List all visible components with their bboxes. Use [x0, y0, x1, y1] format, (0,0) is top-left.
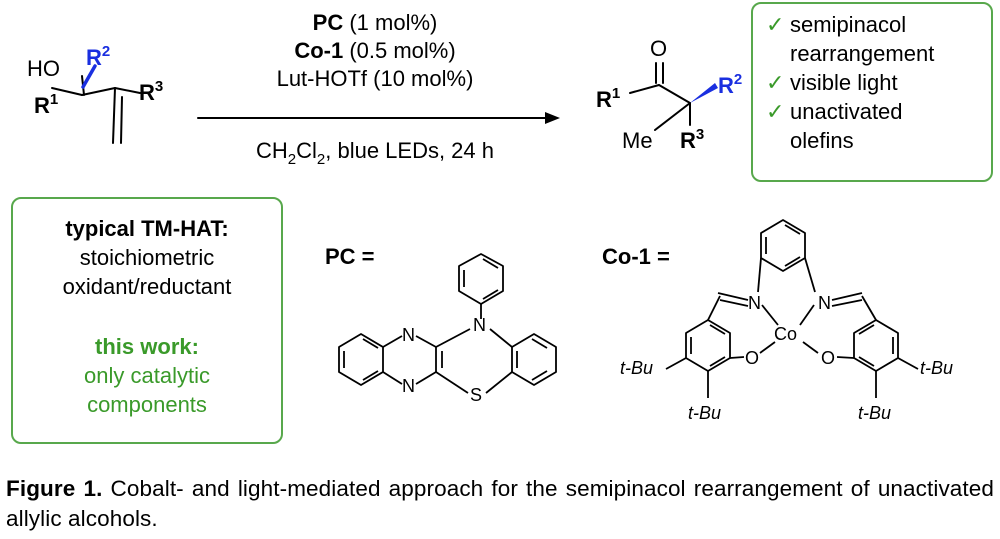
svg-text:Co-1 (0.5 mol%): Co-1 (0.5 mol%) — [294, 38, 455, 63]
co-center: Co — [774, 324, 797, 344]
solvent-ch: CH — [256, 138, 288, 163]
co1-tbu-bottom-right: t-Bu — [858, 403, 891, 423]
product-r1-label: R — [596, 87, 612, 112]
pc-name: PC — [313, 10, 344, 35]
pc-n-top: N — [473, 315, 486, 335]
check-icon: ✓ — [766, 70, 784, 95]
r2-superscript: 2 — [102, 43, 110, 60]
comparison-title: typical TM-HAT: — [65, 216, 228, 241]
co1-tbu-left: t-Bu — [620, 358, 653, 378]
features-box — [751, 2, 993, 182]
pc-amount: (1 mol%) — [343, 10, 437, 35]
additive-label: Lut-HOTf (10 mol%) — [277, 66, 474, 91]
solvent-sub1: 2 — [288, 151, 296, 168]
r1-label: R — [34, 93, 50, 118]
check-icon: ✓ — [766, 99, 784, 124]
r3-label: R — [139, 80, 155, 105]
co1-structure — [665, 219, 919, 398]
co1-tbu-bottom-left: t-Bu — [688, 403, 721, 423]
product-r3-superscript: 3 — [696, 126, 704, 143]
pc-structure — [338, 253, 557, 394]
comparison-box — [11, 197, 283, 444]
this-work-label: this work: — [95, 334, 199, 359]
svg-text:PC (1 mol%): PC (1 mol%) — [313, 10, 438, 35]
figure-label: Figure 1. — [6, 476, 103, 501]
feature-line-4: unactivated — [790, 99, 903, 124]
methyl-label: Me — [622, 128, 653, 153]
co1-o-right: O — [821, 348, 835, 368]
pc-s: S — [470, 385, 482, 405]
comparison-line-2: oxidant/reductant — [63, 274, 232, 299]
figure-caption: Figure 1. Cobalt- and light-mediated app… — [6, 474, 994, 534]
carbonyl-o-label: O — [650, 36, 667, 61]
co1-label: Co-1 = — [602, 244, 670, 269]
svg-text:CH2Cl2, blue LEDs, 24 h: CH2Cl2, blue LEDs, 24 h — [256, 138, 494, 168]
svg-text:R3: R3 — [680, 126, 704, 153]
svg-text:R2: R2 — [718, 71, 742, 98]
solvent-rest: , blue LEDs, 24 h — [325, 138, 494, 163]
comparison-line-3: only catalytic — [84, 363, 210, 388]
check-icon: ✓ — [766, 12, 784, 37]
pc-n-left-top: N — [402, 325, 415, 345]
r1-superscript: 1 — [50, 91, 58, 108]
co-name: Co-1 — [294, 38, 343, 63]
feature-line-3: visible light — [790, 70, 898, 95]
r2-label: R — [86, 45, 102, 70]
feature-line-1: semipinacol — [790, 12, 906, 37]
co1-n-right: N — [818, 293, 831, 313]
product-r2-superscript: 2 — [734, 71, 742, 88]
co-amount: (0.5 mol%) — [343, 38, 455, 63]
svg-text:R3: R3 — [139, 78, 163, 105]
comparison-line-4: components — [87, 392, 207, 417]
svg-text:R2: R2 — [86, 43, 110, 70]
svg-text:R1: R1 — [596, 85, 620, 112]
pc-n-left-bottom: N — [402, 376, 415, 396]
co1-n-left: N — [748, 293, 761, 313]
comparison-line-1: stoichiometric — [80, 245, 214, 270]
r3-superscript: 3 — [155, 78, 163, 95]
solvent-cl: Cl — [296, 138, 317, 163]
pc-label: PC = — [325, 244, 375, 269]
product-r3-label: R — [680, 128, 696, 153]
svg-text:R1: R1 — [34, 91, 58, 118]
hydroxyl-label: HO — [27, 56, 60, 81]
co1-o-left: O — [745, 348, 759, 368]
reaction-scheme: HO R1 R2 R3 PC (1 mol%) Co-1 (0.5 mol%) … — [11, 2, 993, 444]
product-r2-label: R — [718, 73, 734, 98]
caption-text: Cobalt- and light-mediated approach for … — [6, 476, 994, 531]
co1-tbu-right: t-Bu — [920, 358, 953, 378]
feature-line-2: rearrangement — [790, 41, 934, 66]
feature-line-5: olefins — [790, 128, 854, 153]
solvent-sub2: 2 — [317, 151, 325, 168]
product-r1-superscript: 1 — [612, 85, 620, 102]
